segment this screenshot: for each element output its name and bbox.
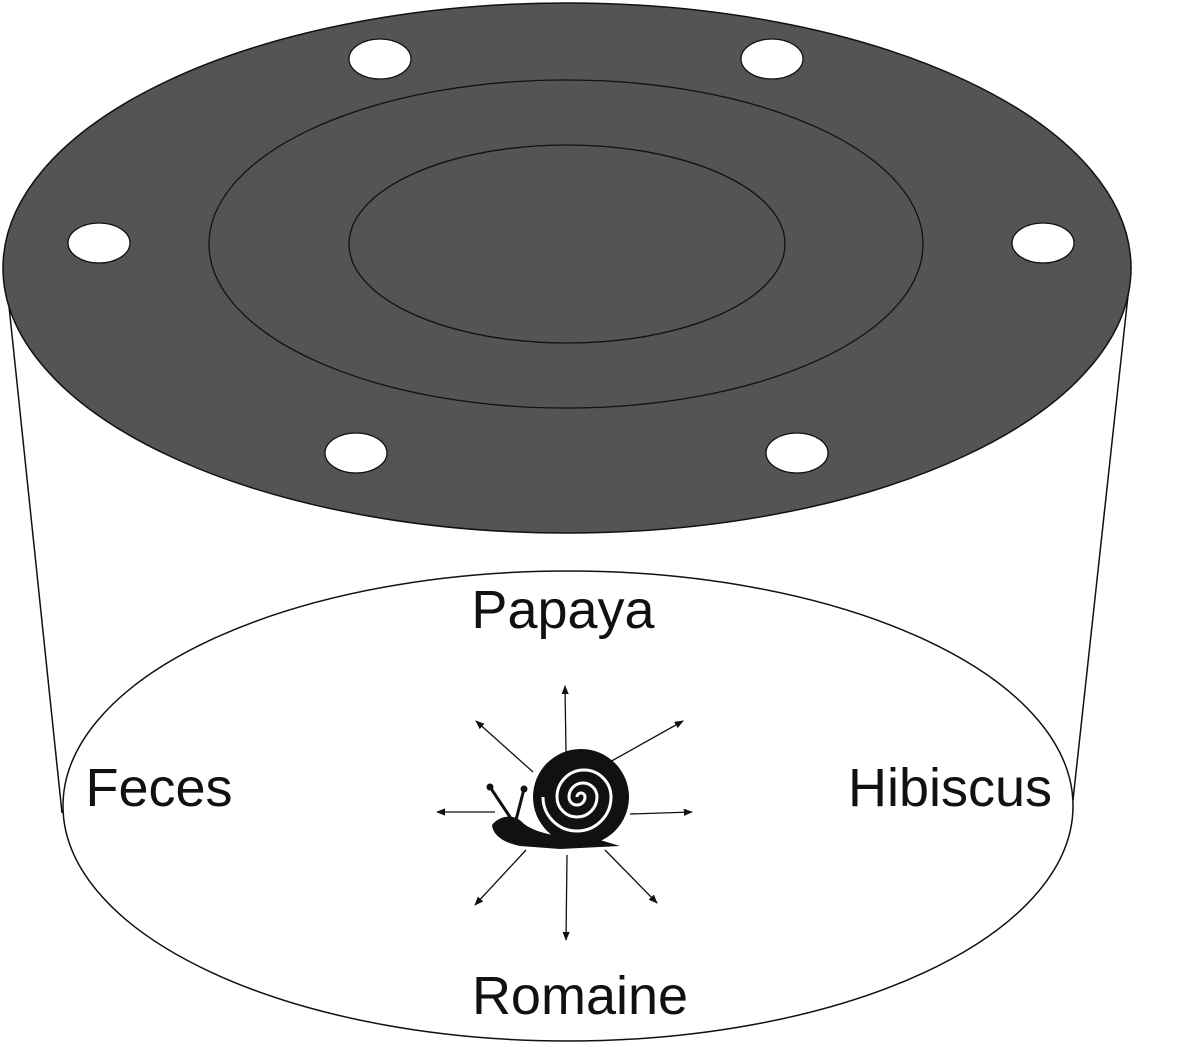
- arrow-icon: [607, 720, 684, 764]
- lid-hole: [1011, 222, 1075, 264]
- arrow-icon: [604, 849, 658, 904]
- arena-left-wall: [4, 267, 63, 814]
- label-top: Papaya: [471, 580, 655, 640]
- arena-right-wall: [1072, 267, 1132, 801]
- label-bottom: Romaine: [472, 966, 688, 1026]
- arena-lid: [2, 2, 1132, 534]
- snail-shell-spiral: [541, 768, 613, 833]
- lid-inner-ring: [348, 144, 786, 344]
- lid-holes: [67, 38, 1075, 474]
- lid-hole: [67, 222, 131, 264]
- arrow-icon: [474, 849, 527, 906]
- lid-hole: [324, 432, 388, 474]
- movement-arrows: [436, 685, 693, 941]
- lid-outer-ring: [208, 79, 924, 409]
- lid-hole: [348, 38, 412, 80]
- snail-shell: [533, 749, 629, 845]
- lid-hole: [765, 432, 829, 474]
- lid-hole: [740, 38, 804, 80]
- arrow-icon: [475, 720, 534, 773]
- label-right: Hibiscus: [848, 758, 1052, 818]
- arrow-icon: [561, 685, 569, 753]
- snail-icon: [486, 749, 629, 849]
- arrow-icon: [562, 854, 570, 941]
- label-left: Feces: [85, 758, 232, 818]
- arrow-icon: [629, 808, 693, 816]
